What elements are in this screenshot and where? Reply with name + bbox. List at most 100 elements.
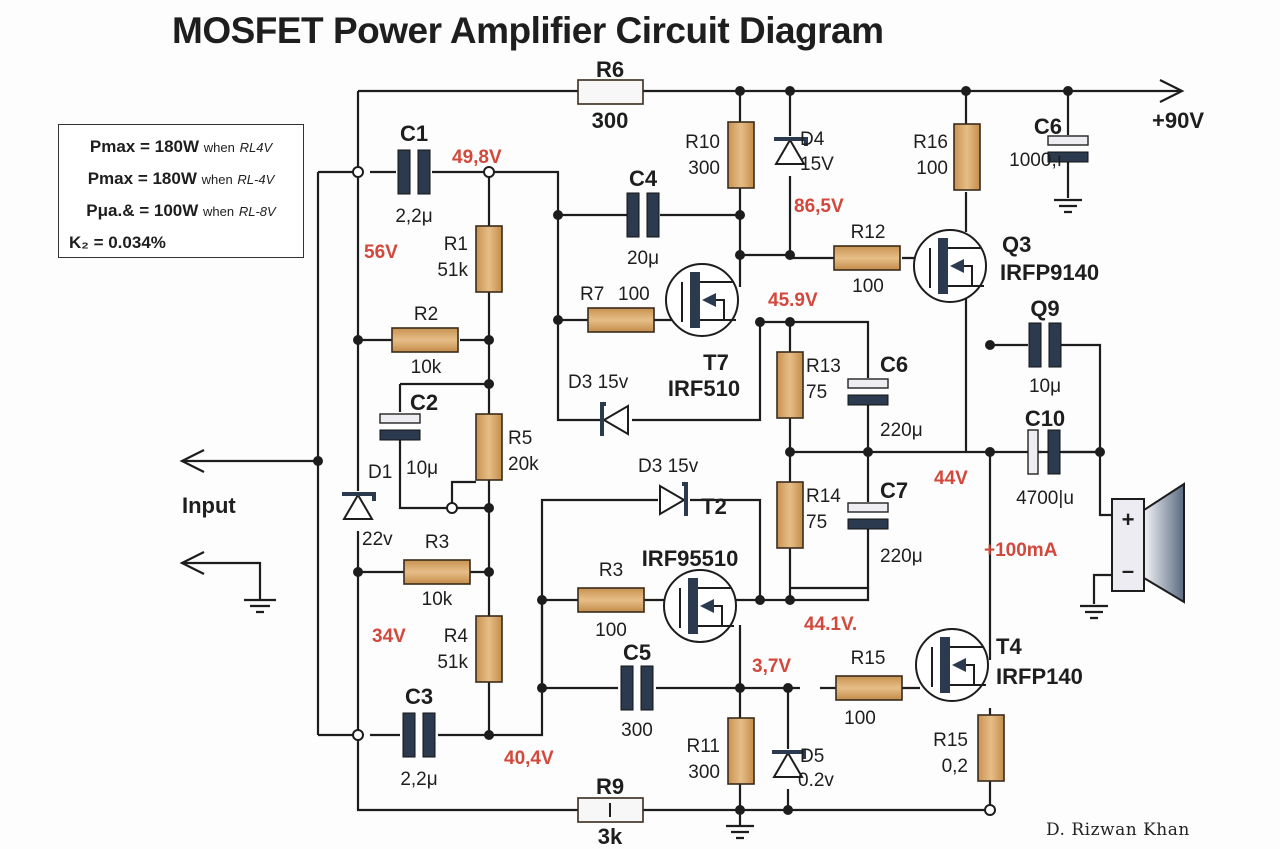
resistor-name: R15: [933, 730, 968, 751]
speaker-plus: +: [1122, 507, 1135, 532]
diode-d3a: [600, 402, 629, 436]
mosfet-t7: [665, 263, 739, 337]
specs-box: Pmax = 180W when RL4V Pmax = 180W when R…: [58, 124, 304, 258]
spec-value: = 180W: [137, 169, 197, 188]
mosfet-part: IRF95510: [642, 546, 739, 571]
diode-value: 22v: [362, 529, 393, 550]
resistor-value: 100: [595, 620, 627, 641]
voltage-annotation: 40,4V: [504, 748, 554, 769]
mosfet-part: IRFP140: [996, 664, 1083, 689]
capacitor-c1: [397, 149, 431, 195]
diode-name: D3 15v: [568, 372, 629, 393]
spec-line: Pmax = 180W when RL-4V: [59, 163, 303, 195]
capacitor-name: C10: [1025, 406, 1065, 431]
voltage-annotation: 34V: [372, 626, 406, 647]
resistor-r14: [776, 481, 804, 549]
capacitor-name: C4: [629, 166, 658, 191]
spec-cond: when: [203, 140, 235, 155]
voltage-annotation: +100mA: [984, 540, 1058, 561]
junctions: [313, 86, 1105, 815]
resistor-name: R12: [851, 222, 886, 243]
mosfet-t4: [915, 628, 989, 702]
diode-d4: [774, 136, 808, 176]
resistor-value: 300: [592, 108, 629, 133]
capacitor-value: 220μ: [880, 546, 923, 567]
capacitor-c10: [1027, 429, 1061, 475]
voltage-annotation: 44V: [934, 468, 968, 489]
spec-value: = 0.034%: [93, 233, 166, 252]
supply-label: +90V: [1152, 108, 1204, 133]
capacitor-name: C3: [405, 684, 433, 709]
mosfet-name: T2: [701, 494, 727, 519]
resistor-value: 51k: [437, 652, 468, 673]
resistor-r11: [727, 717, 755, 785]
resistor-r4: [475, 615, 503, 683]
voltage-annotation: 56V: [364, 242, 398, 263]
capacitor-name: C7: [880, 478, 908, 503]
diode-name: D5: [800, 746, 824, 767]
spec-load: RL4V: [239, 140, 273, 155]
capacitor-value: 2,2μ: [395, 206, 432, 227]
capacitor-value: 2,2μ: [400, 769, 437, 790]
resistor-value: 100: [852, 276, 884, 297]
resistor-name: R2: [414, 304, 438, 325]
capacitor-c6a: [847, 378, 889, 406]
capacitor-c2: [379, 413, 421, 441]
resistor-value: 300: [688, 762, 720, 783]
resistor-r15b: [977, 714, 1005, 782]
spec-cond: when: [201, 172, 233, 187]
resistor-name: R3: [425, 532, 449, 553]
capacitor-c4: [626, 192, 660, 238]
resistor-value: 0,2: [942, 756, 968, 777]
capacitor-name: C6: [1034, 114, 1062, 139]
resistor-value: 20k: [508, 454, 539, 475]
resistor-r3b: [577, 587, 645, 613]
resistor-r15a: [835, 675, 903, 701]
mosfet-part: IRF510: [668, 376, 740, 401]
resistor-value: 10k: [422, 589, 453, 610]
resistor-name: R5: [508, 428, 532, 449]
resistor-value: 100: [844, 708, 876, 729]
resistor-r6: [577, 79, 644, 105]
mosfet-t2: [663, 569, 737, 643]
author-signature: D. Rizwan Khan: [1046, 820, 1190, 840]
capacitor-name: C6: [880, 352, 908, 377]
resistor-r9: [577, 797, 644, 823]
speaker-minus: –: [1122, 558, 1134, 583]
mosfet-name: Q3: [1002, 232, 1031, 257]
spec-label: Pmax: [89, 137, 136, 156]
resistor-name: R16: [913, 132, 948, 153]
resistor-r2: [391, 327, 459, 353]
mosfet-name: T7: [703, 350, 729, 375]
spec-label: Pμa.&: [86, 201, 135, 220]
mosfet-part: IRFP9140: [1000, 260, 1099, 285]
resistor-name: R13: [806, 356, 841, 377]
open-terminals: [352, 166, 996, 816]
resistor-name: R15: [851, 648, 886, 669]
spec-cond: when: [203, 204, 235, 219]
diode-value: 0.2v: [798, 770, 834, 791]
resistor-name: R11: [687, 736, 720, 757]
resistor-r13: [776, 351, 804, 419]
resistor-value: 3k: [598, 824, 623, 849]
spec-load: RL-8V: [238, 204, 276, 219]
diode-name: D4: [800, 129, 825, 150]
capacitor-value: 4700|u: [1016, 488, 1074, 509]
capacitor-name: C2: [410, 390, 438, 415]
capacitor-value: 220μ: [880, 420, 923, 441]
voltage-annotation: 45.9V: [768, 290, 818, 311]
capacitor-name: Q9: [1030, 296, 1059, 321]
diode-name: D3 15v: [638, 456, 699, 477]
resistor-name: R3: [599, 560, 623, 581]
voltage-annotation: 86,5V: [794, 196, 844, 217]
capacitor-value: 10μ: [406, 458, 438, 479]
resistor-value: 75: [806, 512, 827, 533]
capacitor-name: C1: [400, 121, 428, 146]
resistor-r7: [587, 307, 655, 333]
spec-line: Pμa.& = 100W when RL-8V: [59, 195, 303, 227]
resistor-name: R14: [806, 486, 841, 507]
capacitor-c7: [847, 502, 889, 530]
voltage-annotation: 44.1V.: [804, 614, 857, 635]
spec-line: K₂ = 0.034%: [59, 227, 303, 258]
